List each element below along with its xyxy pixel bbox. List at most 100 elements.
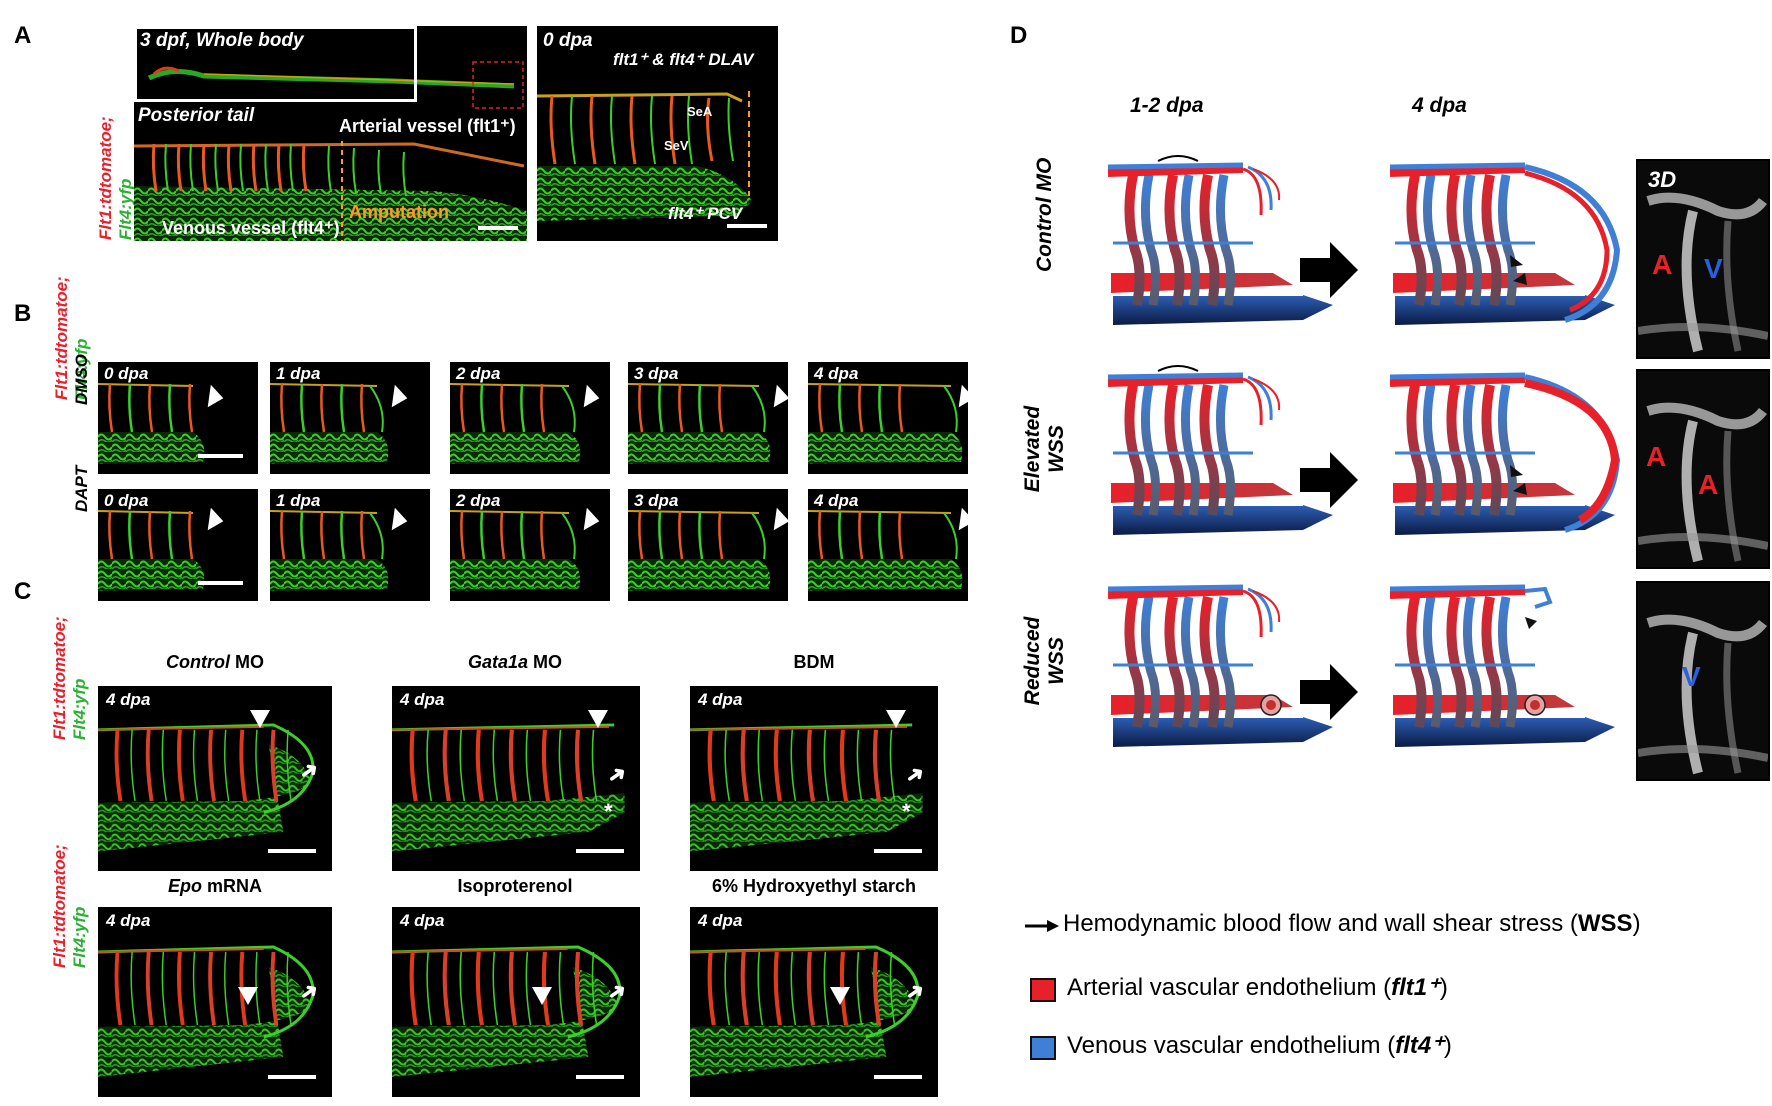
arrowhead-icon <box>238 987 258 1005</box>
panel-b-image: 0 dpa <box>98 362 258 474</box>
scale-bar <box>198 454 243 458</box>
treatment-title: Control MO <box>166 652 264 672</box>
panel-b-image: 4 dpa <box>808 489 968 601</box>
side-label-c2: Flt1:tdtomatoe;Flt4:yfp <box>50 844 89 968</box>
arrowhead-icon <box>250 710 270 728</box>
dpa-label: 1 dpa <box>276 364 321 383</box>
asterisk-mark: * <box>604 799 613 824</box>
panel-b-image: 3 dpa <box>628 362 788 474</box>
scale-bar <box>874 1075 922 1079</box>
vessel-schematic <box>1107 155 1333 325</box>
vessel-type-label: V <box>1704 253 1723 284</box>
col-4-dpa: 4 dpa <box>1412 94 1467 117</box>
scale-bar <box>198 581 243 585</box>
pcv-label: flt4⁺ PCV <box>668 204 743 223</box>
vessel-schematic <box>1389 372 1621 535</box>
panel-b-image: 1 dpa <box>270 362 430 474</box>
legend-venous: Venous vascular endothelium (flt4⁺) <box>1067 1032 1452 1059</box>
vessel-type-label: A <box>1698 469 1719 500</box>
treatment-title: Gata1a MO <box>467 652 563 672</box>
vessel-type-label: V <box>1682 661 1701 692</box>
amputation-label: Amputation <box>349 202 449 222</box>
asterisk-mark: * <box>902 799 911 824</box>
arterial-swatch <box>1030 978 1056 1002</box>
zero-dpa-label: 0 dpa <box>543 30 593 51</box>
scale-bar <box>268 1075 316 1079</box>
side-label-c1: Flt1:tdtomatoe;Flt4:yfp <box>50 616 89 740</box>
panel-c-image: 4 dpa➜* <box>392 686 640 871</box>
side-label-b-dmso: Flt1:tdtomatoe; <box>52 276 71 400</box>
panel-c-image: 4 dpa➜ <box>98 907 332 1097</box>
arrowhead-icon <box>830 987 850 1005</box>
dpa-label: 4 dpa <box>698 911 743 930</box>
scale-bar <box>268 849 316 853</box>
panel-label-b: B <box>14 300 32 327</box>
whole-body-image: 3 dpf, Whole body Posterior tail Arteria… <box>134 26 527 241</box>
treatment-title: Epo mRNA <box>167 876 263 896</box>
dmso-label: DMSO <box>72 354 91 405</box>
panel-c-image: 4 dpa➜ <box>98 686 332 871</box>
panel-b-image: 4 dpa <box>808 362 968 474</box>
dpa-label: 4 dpa <box>106 911 151 930</box>
3d-image: V <box>1636 581 1770 781</box>
dpa-label: 4 dpa <box>814 491 859 510</box>
condition-label: Control MO <box>1033 157 1056 272</box>
whole-body-label: 3 dpf, Whole body <box>140 30 304 51</box>
panel-b-image: 0 dpa <box>98 489 258 601</box>
arrowhead-icon <box>532 987 552 1005</box>
vessel-type-label: A <box>1646 441 1667 472</box>
vessel-schematic <box>1107 365 1333 535</box>
3d-tag: 3D <box>1648 167 1677 192</box>
treatment-title: Isoproterenol <box>457 876 573 896</box>
dpa-label: 2 dpa <box>456 491 501 510</box>
arterial-vessel-label: Arterial vessel (flt1⁺) <box>339 116 516 136</box>
panel-b-image: 2 dpa <box>450 362 610 474</box>
scale-bar <box>874 849 922 853</box>
venous-swatch <box>1030 1036 1056 1060</box>
panel-label-c: C <box>14 578 32 605</box>
venous-vessel-label: Venous vessel (flt4⁺) <box>162 218 340 238</box>
vessel-type-label: A <box>1652 249 1673 280</box>
dpa-label: 4 dpa <box>106 690 151 709</box>
scale-bar <box>727 224 767 228</box>
vessel-schematic <box>1389 162 1621 325</box>
dpa-label: 0 dpa <box>104 491 149 510</box>
transition-arrow-icon <box>1300 242 1358 298</box>
zero-dpa-image: 0 dpa flt1⁺ & flt4⁺ DLAV SeA SeV flt4⁺ P… <box>537 26 778 241</box>
posterior-tail-label: Posterior tail <box>138 105 255 126</box>
treatment-title: BDM <box>793 652 835 672</box>
panel-label-a: A <box>14 22 32 49</box>
panel-b-image: 3 dpa <box>628 489 788 601</box>
col-1-2-dpa: 1-2 dpa <box>1130 94 1204 117</box>
panel-label-d: D <box>1010 22 1028 49</box>
dpa-label: 4 dpa <box>400 911 445 930</box>
side-label-a: Flt1:tdtomatoe; Flt4:yfp <box>96 116 135 240</box>
panel-b-image: 1 dpa <box>270 489 430 601</box>
panel-c-image: 4 dpa➜* <box>690 686 938 871</box>
flow-arrow-icon <box>1025 920 1059 932</box>
dpa-label: 3 dpa <box>634 491 679 510</box>
scale-bar <box>576 849 624 853</box>
dlav-label: flt1⁺ & flt4⁺ DLAV <box>613 50 754 69</box>
dpa-label: 0 dpa <box>104 364 149 383</box>
panel-c-image: 4 dpa➜ <box>392 907 640 1097</box>
panel-b-image: 2 dpa <box>450 489 610 601</box>
transition-arrow-icon <box>1300 664 1358 720</box>
vessel-schematic <box>1107 584 1333 747</box>
dpa-label: 2 dpa <box>456 364 501 383</box>
treatment-title: 6% Hydroxyethyl starch <box>711 876 917 896</box>
dpa-label: 4 dpa <box>698 690 743 709</box>
scale-bar <box>576 1075 624 1079</box>
panel-c-image: 4 dpa➜ <box>690 907 938 1097</box>
dpa-label: 4 dpa <box>400 690 445 709</box>
sev-label: SeV <box>664 138 689 153</box>
arrowhead-icon <box>588 710 608 728</box>
legend-flow: Hemodynamic blood flow and wall shear st… <box>1063 910 1641 937</box>
transition-arrow-icon <box>1300 452 1358 508</box>
legend-arterial: Arterial vascular endothelium (flt1⁺) <box>1067 974 1448 1001</box>
dpa-label: 4 dpa <box>814 364 859 383</box>
